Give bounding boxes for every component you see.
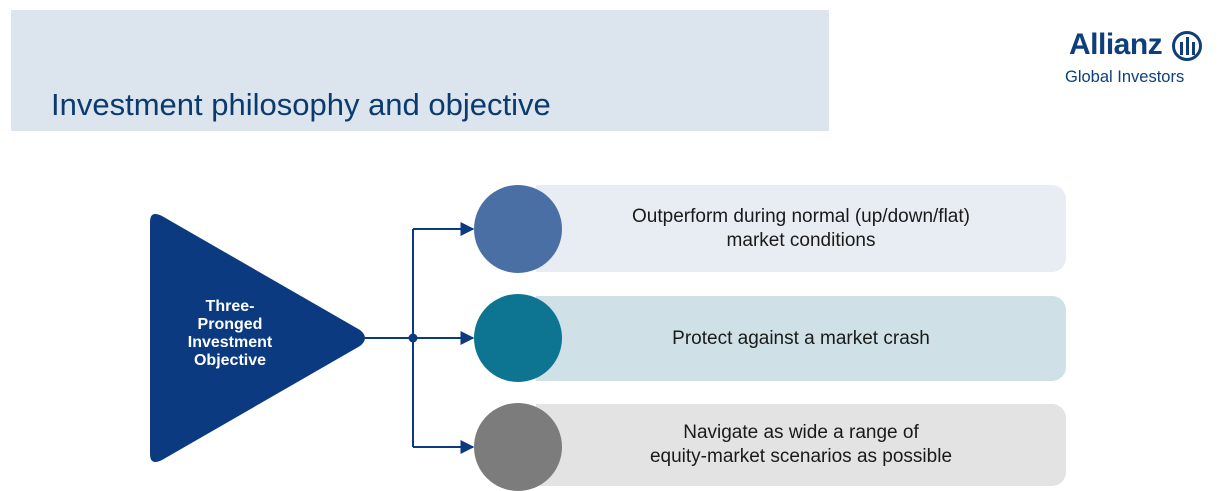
option-text-2: Protect against a market crash [672, 327, 930, 349]
logo-brand-text: Allianz [1069, 28, 1163, 61]
page-title: Investment philosophy and objective [51, 87, 551, 122]
title-band [11, 10, 829, 131]
center-label: Three- Pronged Investment Objective [187, 298, 273, 369]
option-band-3: Navigate as wide a range of equity-marke… [536, 404, 1066, 486]
option-circle-1 [474, 185, 562, 273]
option-circle-2 [474, 294, 562, 382]
option-text-1: Outperform during normal (up/down/flat) … [632, 205, 970, 251]
option-circle-3 [474, 403, 562, 491]
allianz-logo: Allianz Global Investors [1064, 28, 1221, 90]
option-band-2: Protect against a market crash [536, 296, 1066, 381]
allianz-eagle-icon [1172, 31, 1202, 61]
junction-dot [408, 333, 418, 343]
logo-subtitle: Global Investors [1065, 68, 1185, 86]
objective-triangle [150, 214, 365, 462]
option-text-3: Navigate as wide a range of equity-marke… [649, 422, 953, 467]
option-band-1: Outperform during normal (up/down/flat) … [536, 185, 1066, 272]
